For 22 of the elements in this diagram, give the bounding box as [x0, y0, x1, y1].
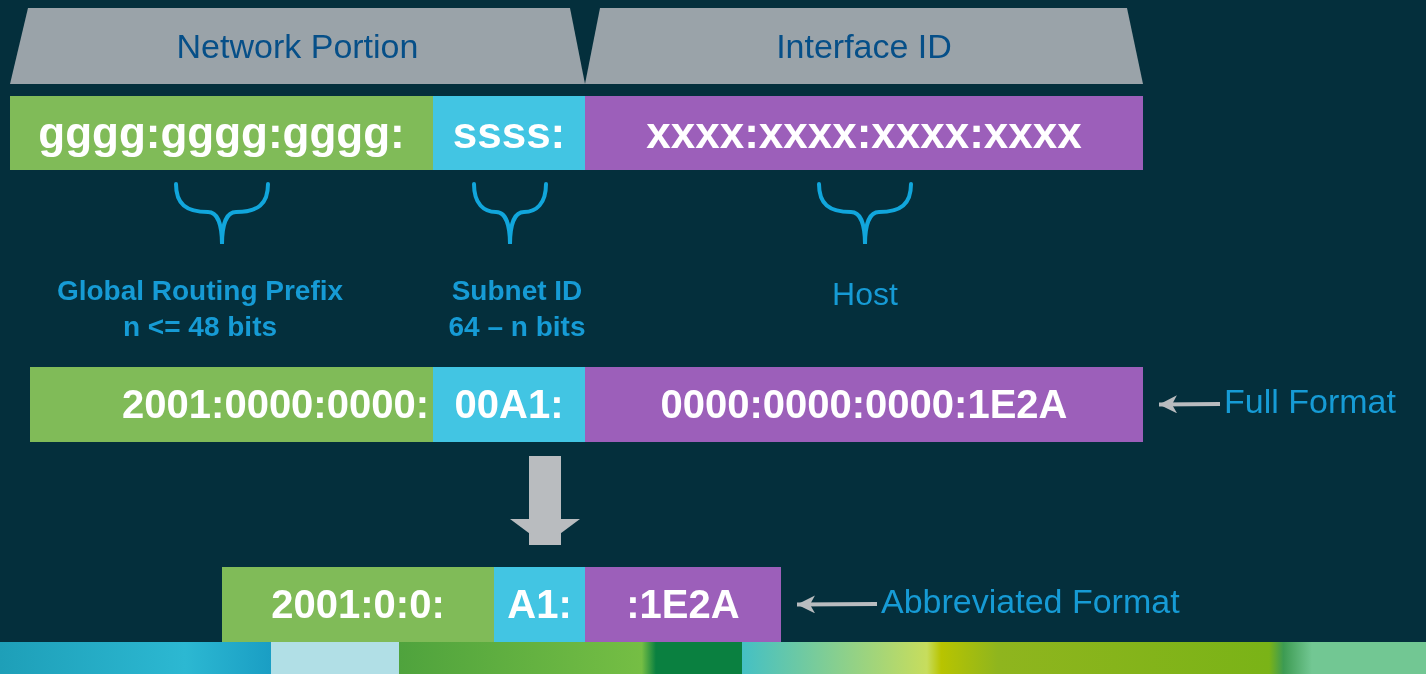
address-segment: A1: — [494, 567, 585, 642]
address-segment: 2001:0000:0000: — [30, 367, 433, 442]
segment-label: Global Routing Prefix — [55, 275, 345, 307]
address-segment: ssss: — [433, 96, 585, 170]
arrow — [1159, 395, 1220, 414]
segment-label: Host — [831, 276, 899, 313]
address-bar — [30, 367, 1143, 442]
address-segment: 00A1: — [433, 367, 585, 442]
format-label: Abbreviated Format — [881, 582, 1216, 626]
segment-label: n <= 48 bits — [121, 311, 279, 343]
address-segment: 2001:0:0: — [222, 567, 494, 642]
header-tab: Network Portion — [10, 8, 585, 84]
format-label: Full Format — [1224, 382, 1419, 426]
arrow — [797, 595, 877, 614]
segment-label: 64 – n bits — [447, 311, 587, 343]
address-bar — [222, 567, 781, 642]
address-segment: gggg:gggg:gggg: — [10, 96, 433, 170]
address-segment: 0000:0000:0000:1E2A — [585, 367, 1143, 442]
address-segment: xxxx:xxxx:xxxx:xxxx — [585, 96, 1143, 170]
header-tab: Interface ID — [585, 8, 1143, 84]
block-arrow — [510, 456, 580, 545]
address-segment: :1E2A — [585, 567, 781, 642]
